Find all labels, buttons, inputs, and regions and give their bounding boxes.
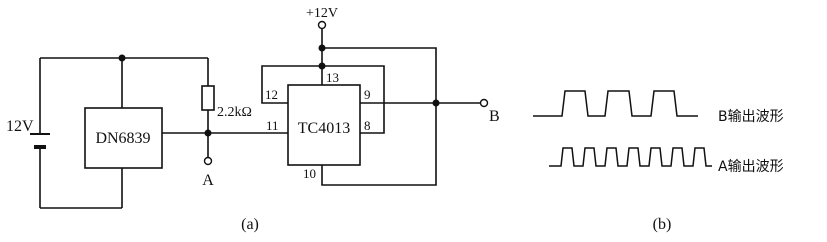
battery-label: 12V: [6, 118, 34, 135]
waveform-b: [533, 90, 698, 117]
resistor: [201, 85, 215, 111]
pin-9-label: 9: [364, 87, 371, 102]
sensor-ic-box: [84, 107, 163, 169]
node-b-terminal: [479, 98, 489, 108]
node-b-label: B: [489, 108, 500, 125]
node-a-terminal: [203, 156, 213, 166]
supply-label: +12V: [306, 6, 338, 21]
pin10-loop-wire: [321, 47, 437, 186]
pin-feedback-loop: [261, 65, 385, 104]
waveform-a: [549, 147, 712, 167]
caption-b: (b): [653, 216, 672, 233]
resistor-label: 2.2kΩ: [217, 105, 252, 120]
pin-13-label: 13: [326, 70, 339, 85]
pin-10-label: 10: [303, 166, 316, 181]
caption-a: (a): [241, 216, 259, 233]
node-a-label: A: [202, 172, 214, 189]
junction-dot: [118, 54, 126, 62]
flipflop-ic-label: TC4013: [298, 120, 350, 137]
pin-11-label: 11: [266, 118, 279, 133]
waveform-b-label: B输出波形: [718, 109, 784, 125]
pin8-wire: [360, 103, 385, 134]
flipflop-ic-box: [287, 84, 361, 166]
pin-8-label: 8: [364, 118, 371, 133]
supply-terminal: [317, 20, 327, 30]
pin-12-label: 12: [265, 87, 278, 102]
sensor-ic-label: DN6839: [95, 130, 150, 147]
circuit-diagram: 12V DN6839 2.2kΩ A TC4013 +12V: [6, 6, 500, 233]
waveform-diagram: B输出波形 A输出波形 (b): [533, 90, 784, 233]
waveform-a-label: A输出波形: [718, 159, 784, 175]
